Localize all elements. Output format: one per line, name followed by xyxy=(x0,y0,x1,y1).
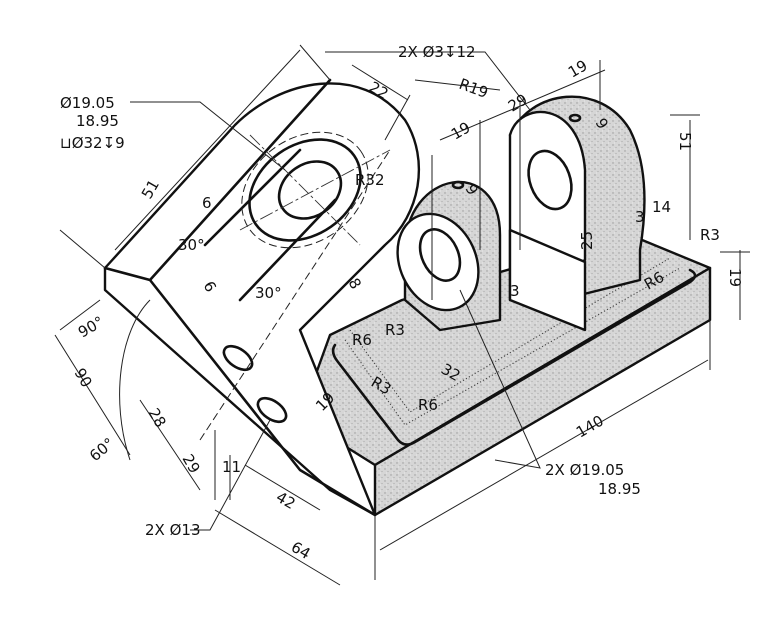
dim-boss-radius: R32 xyxy=(355,171,385,189)
counterbore xyxy=(248,138,362,242)
dim-pin-holes: 2X Ø3↧12 xyxy=(398,43,476,61)
dim-bracket-height: 90 xyxy=(71,365,96,391)
dim-lug-holes-lower: 18.95 xyxy=(598,480,641,498)
lug-hole-back xyxy=(527,149,573,211)
dim-lug-offset: 14 xyxy=(652,198,671,216)
raised-pad-outline xyxy=(331,268,697,446)
dim-slot-angle-b: 30° xyxy=(255,284,282,302)
dim-base-length: 140 xyxy=(573,412,607,442)
dim-counterbore-lower: 18.95 xyxy=(76,112,119,130)
dimension-lines xyxy=(54,44,750,586)
dim-bracket-depth: 64 xyxy=(288,538,314,563)
dim-fillet-r6-b: R6 xyxy=(418,396,438,414)
dim-angle-90: 90° xyxy=(75,313,107,342)
dim-lug-fillet: 3 xyxy=(510,282,520,300)
dim-hole-spacing-a: 28 xyxy=(145,405,170,431)
dim-base-edge-radius: R3 xyxy=(700,226,720,244)
dim-slot-angle-a: 30° xyxy=(178,236,205,254)
dim-angle-60: 60° xyxy=(86,434,118,465)
dim-counterbore-upper: Ø19.05 xyxy=(60,94,115,112)
dim-base-height: 19 xyxy=(726,268,744,287)
lug-hole-front xyxy=(418,228,462,282)
mount-hole-1 xyxy=(222,344,254,372)
dim-line-140 xyxy=(379,359,709,551)
dim-counterbore-spec: ⊔Ø32↧9 xyxy=(60,134,125,152)
pin-hole-front xyxy=(451,180,465,190)
dim-bracket-length: 51 xyxy=(138,176,163,202)
dim-lug-step: 3 xyxy=(635,208,645,226)
lug-front-face xyxy=(396,212,480,312)
dim-lug-height: 51 xyxy=(676,132,694,151)
dim-slot-depth-a: 6 xyxy=(202,194,212,212)
dim-bracket-holes: 2X Ø13 xyxy=(145,521,200,539)
lug-front xyxy=(396,180,502,332)
dim-lug-gap-height: 25 xyxy=(578,231,596,250)
pin-hole-back xyxy=(568,113,582,123)
lug-back xyxy=(508,95,646,332)
angled-bracket xyxy=(103,78,421,517)
dim-hole-spacing-b: 29 xyxy=(179,451,204,477)
bore-hole xyxy=(277,160,343,220)
mount-hole-2 xyxy=(256,396,288,424)
dim-lug-thickness-a: 19 xyxy=(448,118,474,143)
dim-hole-position: 42 xyxy=(273,488,299,513)
dim-hole-offset: 11 xyxy=(222,458,241,476)
dim-fillet-r6-a: R6 xyxy=(352,331,372,349)
dim-lug-holes-upper: 2X Ø19.05 xyxy=(545,461,624,479)
dim-lug-radius: R19 xyxy=(457,75,491,102)
dim-fillet-r3-a: R3 xyxy=(385,321,405,339)
